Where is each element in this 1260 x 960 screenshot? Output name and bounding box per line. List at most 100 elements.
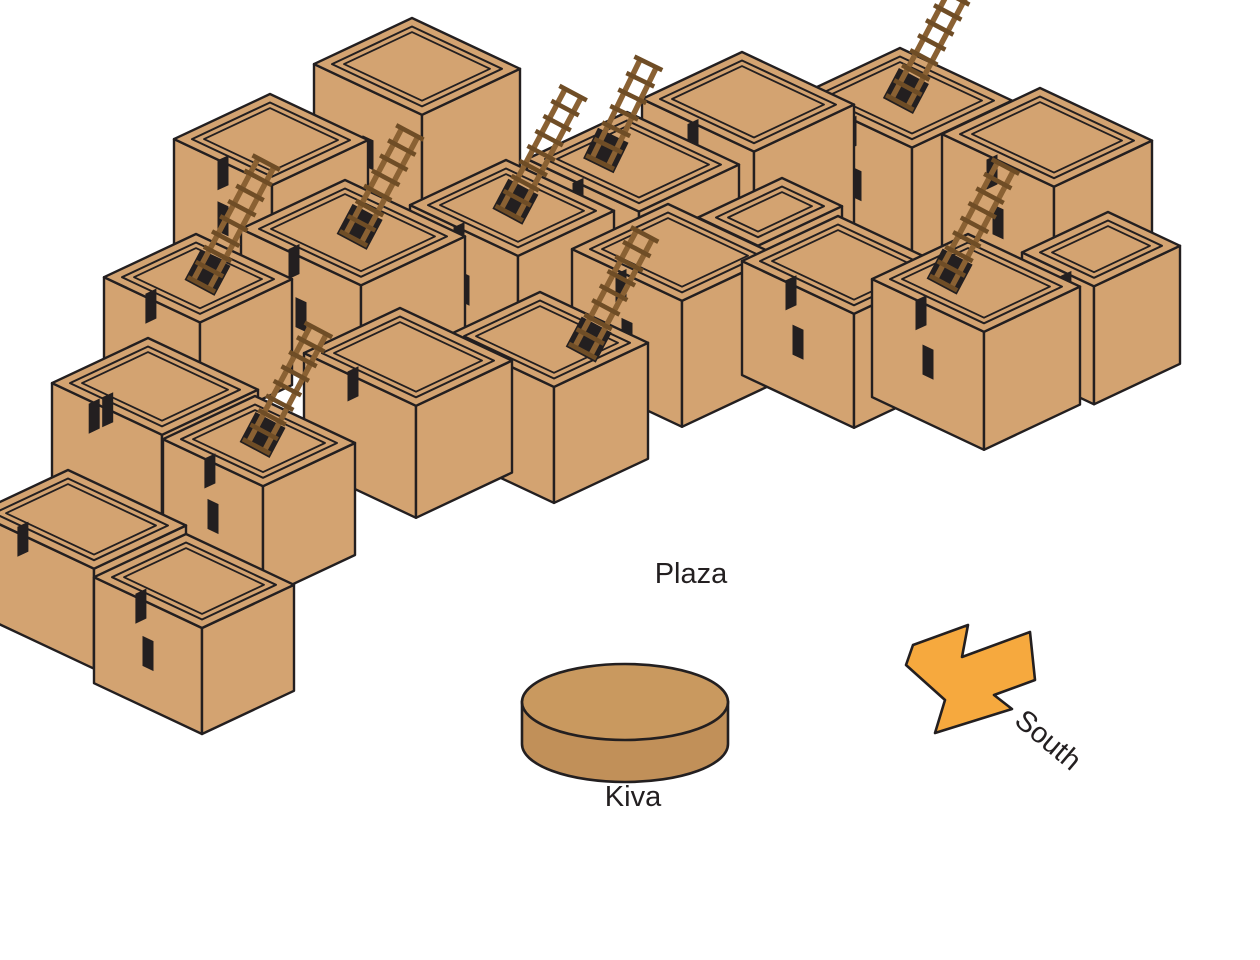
building-b19-parapet [889,241,1063,325]
building-b08-ladder-rung-6 [280,364,310,383]
building-b19-window-right-1 [922,344,934,380]
building-b04-ladder-rung-5 [370,168,401,188]
building-b06-ladder [585,54,664,172]
building-b05-ladder-rung-2 [502,188,532,208]
building-b16-ladder-rung-4 [909,48,939,67]
building-b12-ladder-rung-6 [606,268,637,288]
buildings-layer [0,0,1182,736]
compass-arrow [904,623,1037,735]
building-b16-ladder-rung-2 [893,78,923,97]
building-b13-parapet-inner [601,217,749,288]
building-b04-window-left-1 [288,244,300,280]
building-b19-ladder-rung-5 [959,215,990,235]
building-b06-ladder-rung-5 [617,87,648,106]
building-b12-ladder-rung-7 [614,254,644,273]
building-b08-ladder-rung-2 [249,422,279,442]
building-b09-parapet-inner [5,483,157,556]
building-b12-ladder-rung-5 [598,283,629,303]
building-b15-roof [640,50,856,153]
building-b05-ladder-rung-6 [534,128,564,148]
building-b17-parapet [959,95,1135,180]
building-b12-ladder-rung-9 [629,225,660,244]
building-b19-ladder-rung-4 [952,230,982,249]
building-b06-ladder-rung-1 [585,153,616,172]
building-b04-ladder-rung-6 [379,153,409,173]
building-b19-ladder-rung-2 [936,259,967,278]
kiva-roof [520,662,730,742]
building-b10-roof [92,532,296,630]
building-b08-ladder-rung-4 [264,393,295,413]
building-b16-ladder [885,0,971,112]
building-b11-parapet-inner [333,321,483,393]
building-b02-parapet-inner [343,31,491,102]
building-b08-parapet-inner [192,409,326,474]
building-b06-ladder-rung-2 [593,136,624,155]
building-b08-ladder-rung-9 [303,320,334,340]
building-b19-ladder-hatch [926,248,973,295]
building-b04-ladder-rung-1 [338,229,369,248]
building-b11 [302,306,514,519]
building-b05-ladder-rung-9 [558,83,588,103]
building-b04-ladder-rung-8 [395,123,425,142]
building-b03-ladder-hatch [184,249,231,296]
building-b03-ladder-rung-2 [194,259,225,279]
building-b06-parapet-inner [556,125,710,199]
building-b02-parapet [331,25,503,108]
building-b05-ladder-hatch [492,178,539,225]
building-b16-parapet [817,55,995,141]
building-b08-ladder-rung-7 [288,349,318,369]
building-b16-ladder-rung-7 [932,3,963,22]
building-b08-ladder-rung-3 [257,407,287,427]
building-b07-parapet [69,345,241,428]
building-b20-parapet [1039,219,1163,279]
building-b16-ladder-rung-5 [917,33,947,52]
building-b04-ladder-hatch [336,203,383,250]
building-b08-ladder-rung-8 [295,335,326,354]
building-b19-window-left-1 [915,295,927,331]
building-b04-ladder-rung-2 [346,213,377,233]
building-b11-window-left-1 [347,366,359,402]
building-b06-ladder-rung-7 [633,54,664,73]
building-b12-ladder-rung-8 [622,239,652,259]
south-arrow-shape [904,623,1037,735]
building-b12-ladder-hatch [565,316,612,363]
building-b19-parapet-inner [901,247,1051,319]
building-b19-ladder-rung-3 [944,244,974,264]
building-b05-ladder-rung-7 [542,113,572,133]
building-b02-roof [312,16,522,117]
building-b09-parapet [0,477,169,562]
building-b12-ladder [567,225,660,361]
building-b07-window-left-1 [102,392,114,428]
building-b01-window-left-1 [217,155,229,191]
building-b18-window-left-1 [785,275,797,311]
building-b05-ladder-rung-3 [510,173,540,193]
building-b03-ladder-rung-9 [251,153,281,172]
building-b17-window-right-1 [992,204,1004,240]
building-b11-parapet [321,315,495,399]
building-b17-roof [940,86,1154,188]
building-b04-ladder-rung-3 [354,198,385,218]
building-b13-parapet [589,211,761,294]
building-b05-parapet [427,167,597,249]
building-b15-parapet [659,59,837,145]
building-b06-ladder-rung-6 [625,70,656,89]
building-b04-parapet-inner [270,193,436,273]
building-b03-ladder [186,153,281,294]
building-b19-ladder-rung-9 [990,157,1021,176]
building-b10-window-left-1 [135,588,147,624]
building-b19-ladder-rung-8 [983,171,1013,191]
building-b16-parapet-inner [829,61,983,135]
building-b13-roof [570,202,780,302]
building-b12-ladder-rung-2 [575,327,606,346]
building-b11-roof [302,306,514,407]
building-b05-ladder-rung-4 [518,158,548,178]
building-b06-ladder-rung-3 [601,120,632,139]
building-b07-parapet-inner [81,351,229,422]
building-b03-ladder-rung-8 [243,168,273,188]
building-b17-parapet-inner [971,101,1123,174]
building-b08-ladder-hatch [239,412,286,458]
building-b14-parapet [715,185,825,239]
building-b14-parapet-inner [727,191,813,233]
building-b18-parapet [759,223,933,307]
